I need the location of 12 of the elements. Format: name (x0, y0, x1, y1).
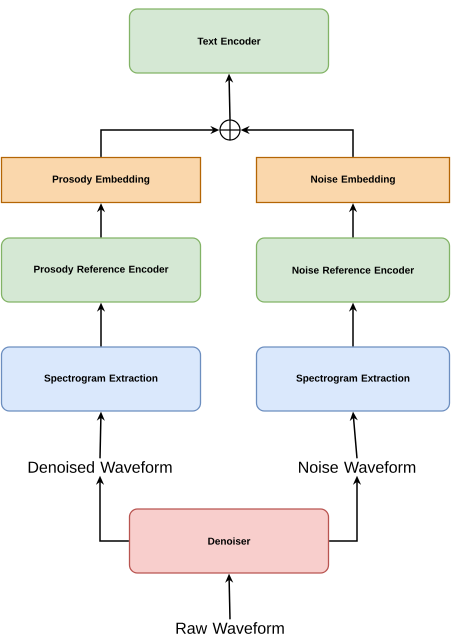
signal-label: Noise Waveform (299, 461, 416, 473)
process-box: Denoiser (128, 508, 330, 574)
signal-label: Denoised Waveform (28, 461, 172, 473)
encoder-box: Prosody Reference Encoder (0, 237, 202, 303)
embedding-box: Prosody Embedding (0, 156, 202, 204)
sum-circle (218, 118, 242, 142)
process-box: Spectrogram Extraction (0, 346, 202, 412)
encoder-box: Text Encoder (128, 8, 330, 74)
signal-label: Raw Waveform (176, 622, 284, 634)
embedding-box: Noise Embedding (256, 156, 450, 204)
encoder-box: Noise Reference Encoder (256, 237, 450, 303)
process-box: Spectrogram Extraction (256, 346, 450, 412)
